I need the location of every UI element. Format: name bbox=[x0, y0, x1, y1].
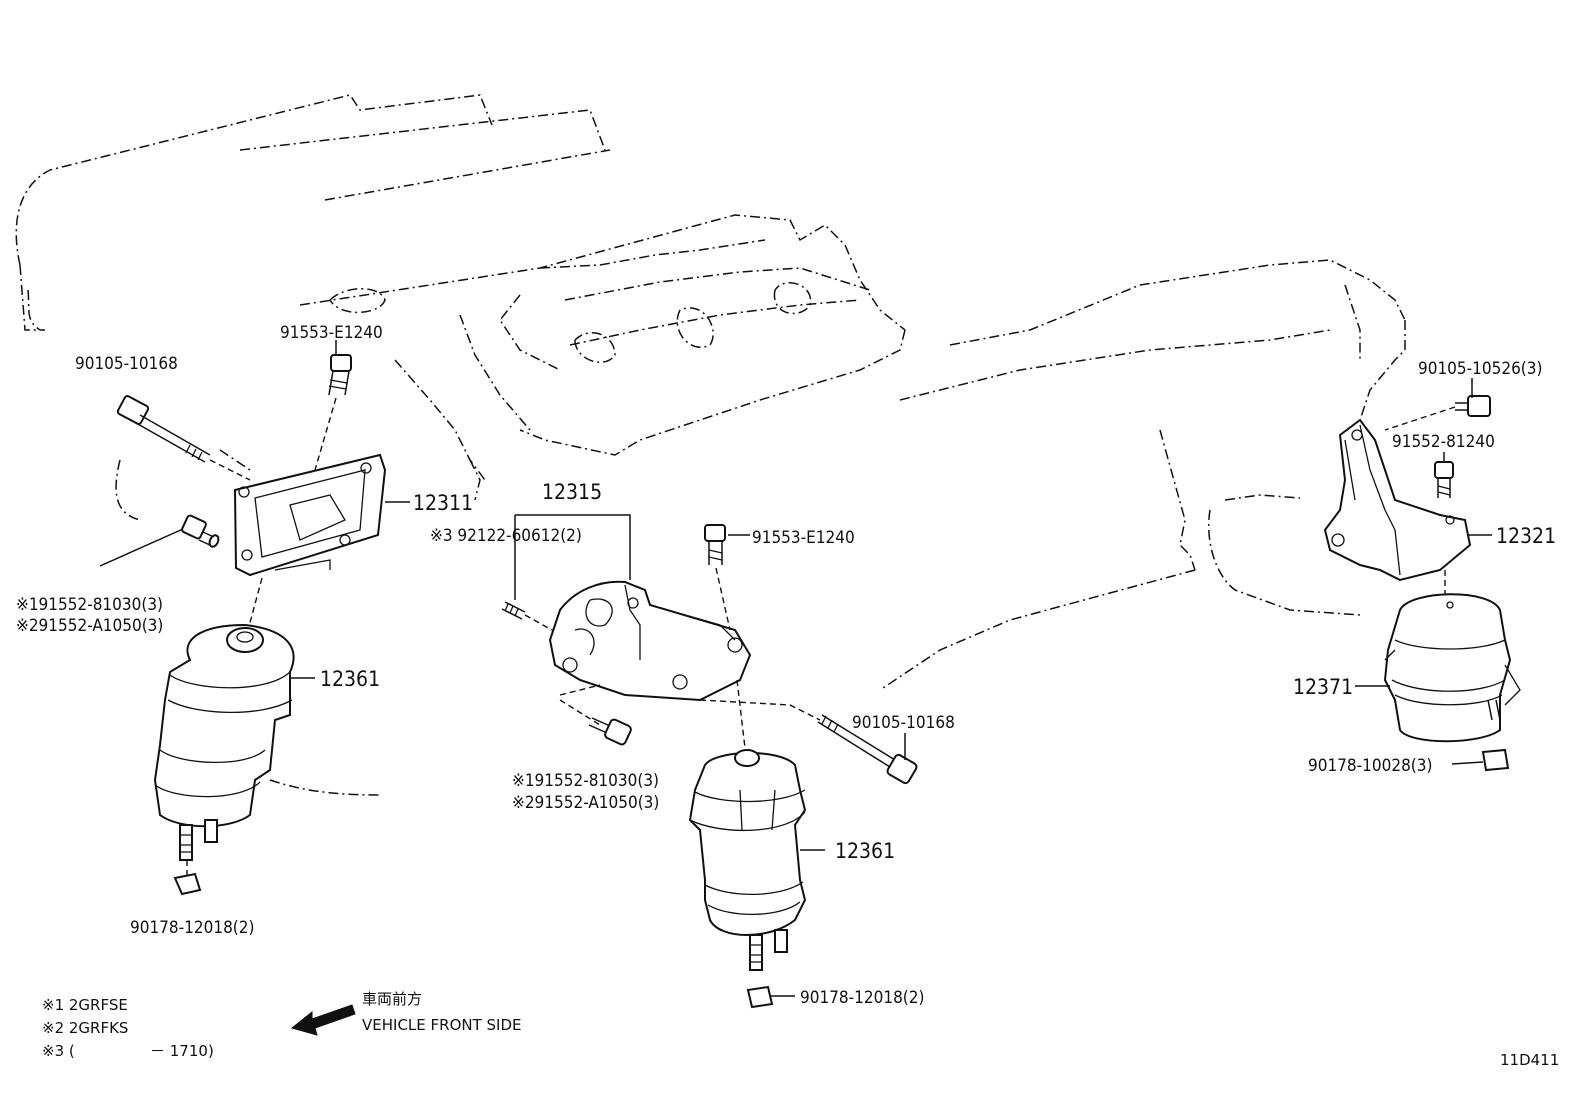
direction-en: VEHICLE FRONT SIDE bbox=[362, 1016, 522, 1034]
label-91552-a1050-mid: ※291552-A1050(3) bbox=[512, 793, 659, 813]
note-3-prefix: ※3 ( bbox=[42, 1042, 75, 1060]
label-90105-10526: 90105-10526(3) bbox=[1418, 359, 1542, 379]
figure-id: 11D411 bbox=[1500, 1051, 1559, 1069]
leader-lines bbox=[99, 340, 1492, 997]
label-90105-10168-mid: 90105-10168 bbox=[852, 713, 955, 733]
engine-phantom-outline bbox=[15, 94, 1406, 796]
label-90178-12018-mid: 90178-12018(2) bbox=[800, 988, 924, 1008]
bolt-91552-left bbox=[181, 514, 220, 548]
direction-jp: 車両前方 bbox=[362, 990, 422, 1008]
label-90178-10028: 90178-10028(3) bbox=[1308, 756, 1432, 776]
label-91552-81240: 91552-81240 bbox=[1392, 432, 1495, 452]
label-90105-10168-left: 90105-10168 bbox=[75, 354, 178, 374]
label-12371: 12371 bbox=[1293, 675, 1353, 699]
label-91552-81030-mid: ※191552-81030(3) bbox=[512, 771, 659, 791]
nut-90178-left bbox=[173, 860, 202, 896]
label-92122-60612: ※3 92122-60612(2) bbox=[430, 526, 582, 546]
long-bolt-left bbox=[116, 395, 251, 481]
insulator-12361-mid bbox=[688, 679, 807, 971]
label-12361-left: 12361 bbox=[320, 667, 380, 691]
notes: ※1 2GRFSE ※2 2GRFKS ※3 ( － 1710) bbox=[42, 996, 214, 1060]
label-12311: 12311 bbox=[413, 491, 473, 515]
label-91552-a1050-left: ※291552-A1050(3) bbox=[16, 616, 163, 636]
nut-90178-mid bbox=[746, 985, 774, 1009]
bolt-91553-mid bbox=[704, 524, 731, 631]
insulator-12371 bbox=[1383, 593, 1521, 743]
vehicle-front-indicator: 車両前方 VEHICLE FRONT SIDE bbox=[290, 990, 522, 1036]
note-2: ※2 2GRFKS bbox=[42, 1019, 128, 1037]
insulator-12361-left bbox=[153, 623, 295, 861]
label-91553-e1240-top: 91553-E1240 bbox=[280, 323, 383, 343]
label-90178-12018-left: 90178-12018(2) bbox=[130, 918, 254, 938]
bolt-91553-top bbox=[314, 354, 352, 471]
bracket-12311 bbox=[233, 453, 387, 631]
bolt-91552-mid bbox=[588, 717, 632, 746]
label-91553-e1240-mid: 91553-E1240 bbox=[752, 528, 855, 548]
label-12321: 12321 bbox=[1496, 524, 1556, 548]
note-1: ※1 2GRFSE bbox=[42, 996, 128, 1014]
label-12315: 12315 bbox=[542, 480, 602, 504]
label-91552-81030-left: ※191552-81030(3) bbox=[16, 595, 163, 615]
note-3-suffix: － 1710) bbox=[150, 1042, 214, 1060]
bolt-91552-81240 bbox=[1434, 461, 1454, 498]
nut-90178-10028 bbox=[1481, 748, 1510, 772]
long-bolt-mid bbox=[817, 714, 918, 785]
label-12361-mid: 12361 bbox=[835, 839, 895, 863]
bracket-12315 bbox=[548, 580, 821, 726]
bolt-90105-10526 bbox=[1384, 395, 1491, 431]
arrow-left-down-icon bbox=[290, 1004, 356, 1036]
bracket-12321 bbox=[1323, 418, 1472, 598]
part-labels: 90105-10168 91553-E1240 12311 ※191552-81… bbox=[16, 323, 1556, 1008]
